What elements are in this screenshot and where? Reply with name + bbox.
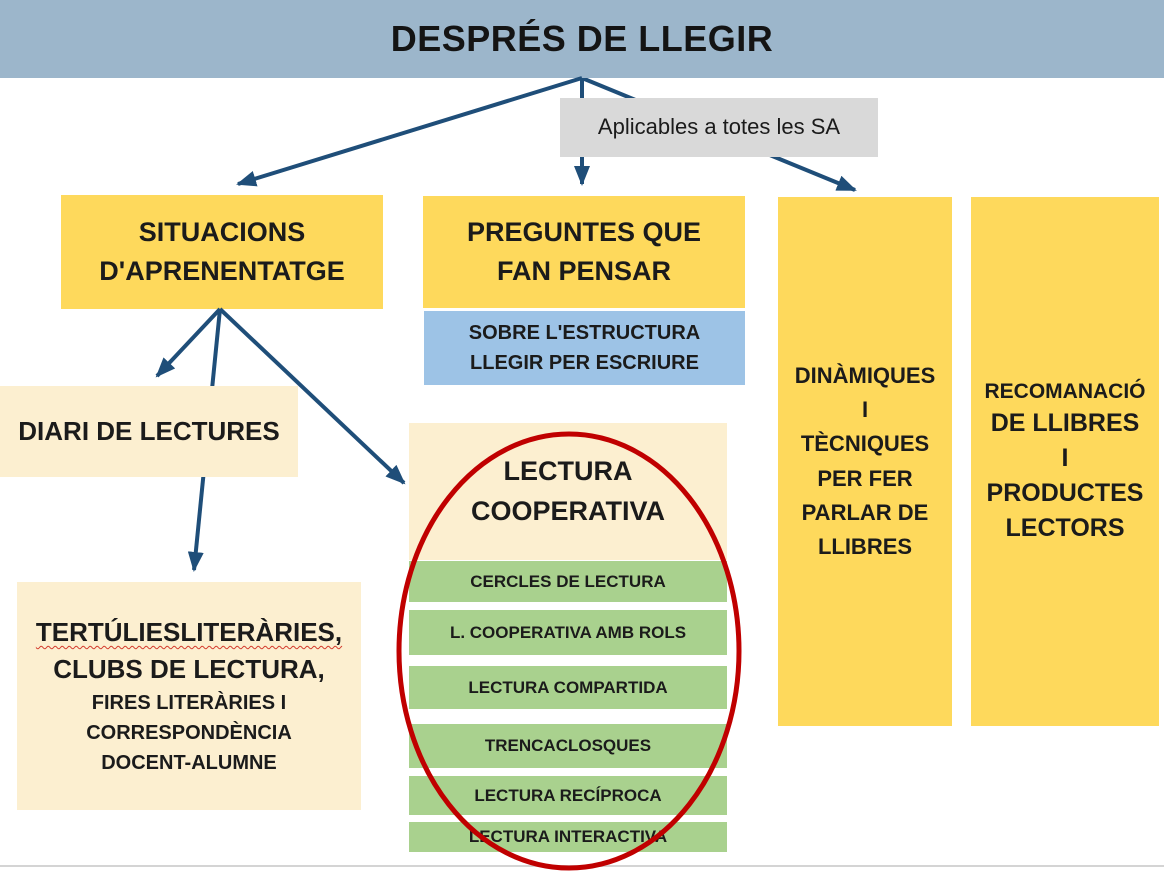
node-situacions-line1: SITUACIONS (138, 216, 306, 247)
header-band: DESPRÉS DE LLEGIR (0, 0, 1164, 78)
coop-item-reciproca: LECTURA RECÍPROCA (409, 776, 727, 815)
coop-line1: LECTURA (503, 456, 633, 487)
coop-item-interactiva: LECTURA INTERACTIVA (409, 822, 727, 852)
node-diari-de-lectures: DIARI DE LECTURES (0, 386, 298, 477)
dinamiques-line: TÈCNIQUES (800, 431, 930, 457)
page-title: DESPRÉS DE LLEGIR (390, 18, 774, 59)
recomanacio-line: PRODUCTES (986, 479, 1144, 508)
tertulies-line1-misspelled: TERTÚLIESLITERÀRIES, (35, 617, 343, 648)
recomanacio-line: LECTORS (1005, 514, 1125, 543)
node-sobre-line1: SOBRE L'ESTRUCTURA (468, 322, 701, 344)
recomanacio-line: I (1061, 444, 1069, 473)
node-preguntes-que-fan-pensar: PREGUNTES QUE FAN PENSAR (423, 196, 745, 308)
coop-item-trencaclosques: TRENCACLOSQUES (409, 724, 727, 768)
note-aplicables-box: Aplicables a totes les SA (560, 98, 878, 157)
arrow-situacions-to-diari (155, 307, 222, 378)
node-recomanacio-llibres: RECOMANACIÓ DE LLIBRES I PRODUCTES LECTO… (971, 197, 1159, 726)
node-situacions-aprenentatge: SITUACIONS D'APRENENTATGE (61, 195, 383, 309)
coop-item-cercles: CERCLES DE LECTURA (409, 561, 727, 602)
dinamiques-line: LLIBRES (817, 533, 913, 559)
bottom-divider-line (0, 865, 1164, 867)
node-situacions-line2: D'APRENENTATGE (99, 256, 345, 286)
dinamiques-line: DINÀMIQUES (794, 363, 936, 389)
recomanacio-line: DE LLIBRES (990, 409, 1140, 438)
node-sobre-estructura: SOBRE L'ESTRUCTURA LLEGIR PER ESCRIURE (424, 311, 745, 385)
tertulies-line5: DOCENT-ALUMNE (101, 751, 277, 774)
dinamiques-line: PARLAR DE (801, 499, 929, 525)
coop-item-rols: L. COOPERATIVA AMB ROLS (409, 610, 727, 655)
note-aplicables-label: Aplicables a totes les SA (597, 114, 841, 140)
tertulies-line4: CORRESPONDÈNCIA (86, 721, 292, 744)
node-sobre-line2: LLEGIR PER ESCRIURE (470, 352, 699, 374)
dinamiques-line: I (861, 397, 869, 423)
node-dinamiques-tecniques: DINÀMIQUES I TÈCNIQUES PER FER PARLAR DE… (778, 197, 952, 726)
node-tertulies-clubs: TERTÚLIESLITERÀRIES, CLUBS DE LECTURA, F… (17, 582, 361, 810)
recomanacio-line: RECOMANACIÓ (984, 379, 1146, 403)
node-diari-label: DIARI DE LECTURES (18, 416, 280, 447)
coop-item-compartida: LECTURA COMPARTIDA (409, 666, 727, 709)
node-preguntes-line2: FAN PENSAR (496, 256, 672, 286)
tertulies-line2: CLUBS DE LECTURA, (53, 654, 325, 684)
arrow-title-to-situacions (236, 76, 583, 187)
node-lectura-cooperativa: LECTURA COOPERATIVA (409, 423, 727, 560)
node-preguntes-line1: PREGUNTES QUE (466, 216, 702, 247)
coop-line2: COOPERATIVA (470, 495, 665, 526)
tertulies-line3: FIRES LITERÀRIES I (91, 691, 287, 714)
dinamiques-line: PER FER (817, 465, 913, 491)
